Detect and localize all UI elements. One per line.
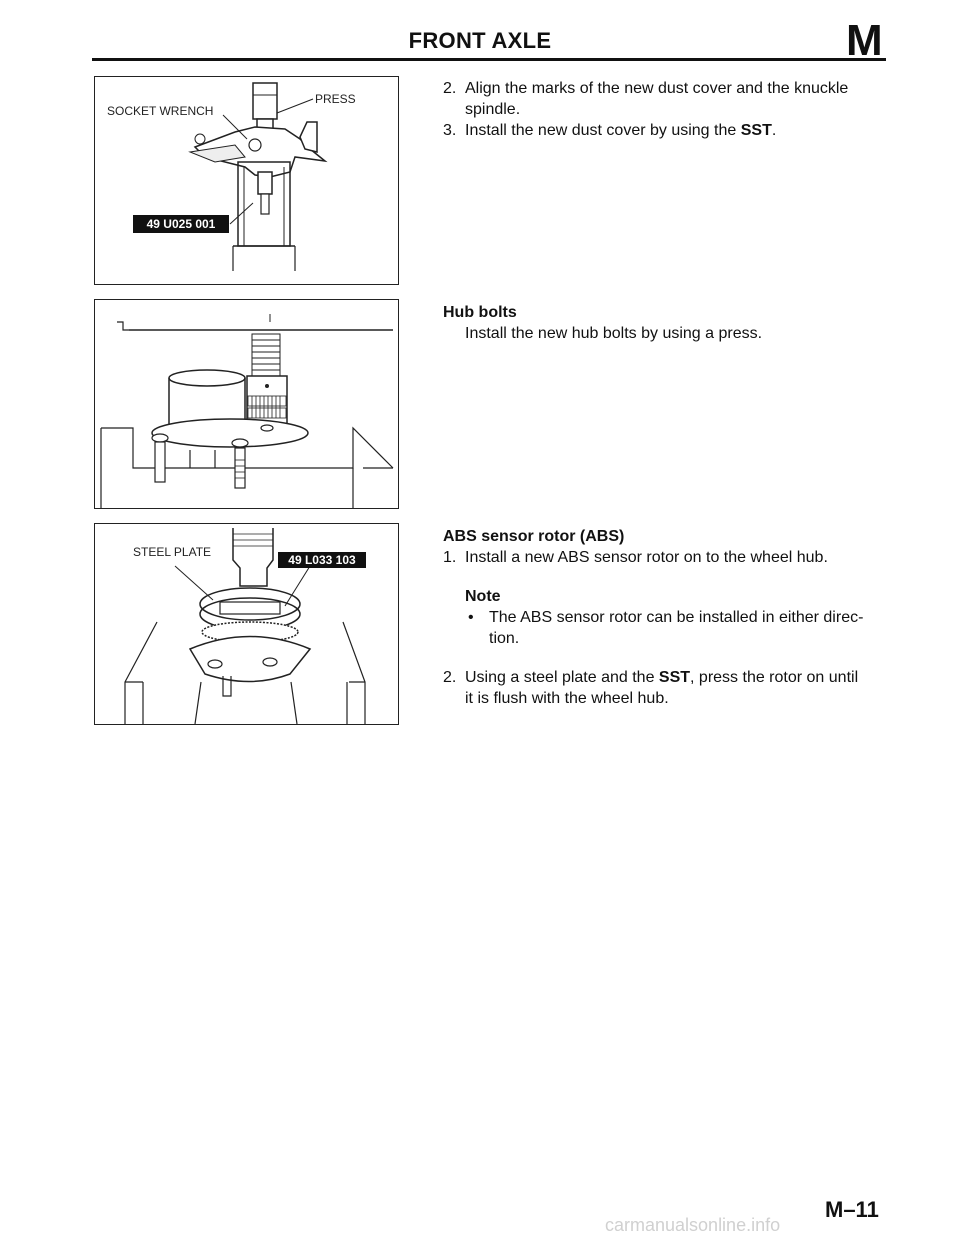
hub-bolts-illustration [100, 314, 394, 508]
note-item: • The ABS sensor rotor can be installed … [443, 607, 889, 649]
tool-tag-box [278, 552, 366, 568]
step-number: 3. [443, 122, 457, 139]
step-text: Using a steel plate and the [465, 669, 659, 686]
step-align-marks: 2. Align the marks of the new dust cover… [443, 78, 889, 120]
note-line: The ABS sensor rotor can be installed in… [489, 609, 864, 626]
abs-step-press: 2. Using a steel plate and the SST, pres… [443, 667, 889, 709]
dust-cover-steps: 2. Align the marks of the new dust cover… [443, 78, 889, 141]
abs-step-install: 1. Install a new ABS sensor rotor on to … [443, 547, 889, 568]
socket-wrench-label: SOCKET WRENCH [107, 104, 213, 118]
page-title: FRONT AXLE [408, 28, 552, 53]
sst-term: SST [658, 669, 691, 686]
steel-plate-label: STEEL PLATE [133, 545, 211, 559]
hub-bolts-section: Hub bolts Install the new hub bolts by u… [443, 302, 889, 344]
step-text-line2: it is flush with the wheel hub. [465, 690, 669, 707]
sst-term: SST [740, 122, 772, 139]
step-text: Install a new ABS sensor rotor on to the… [465, 549, 828, 566]
step-text: Install the new dust cover by using the [465, 122, 741, 139]
figure-abs-rotor-install: STEEL PLATE 49 L033 103 [94, 523, 399, 725]
header-rule [92, 58, 886, 61]
abs-heading: ABS sensor rotor (ABS) [443, 528, 625, 545]
step-text: , press the rotor on until [690, 669, 859, 686]
hub-bolts-heading: Hub bolts [443, 304, 517, 321]
hub-bolts-text: Install the new hub bolts by using a pre… [465, 325, 763, 342]
abs-rotor-section: ABS sensor rotor (ABS) 1. Install a new … [443, 526, 889, 709]
bullet-icon: • [468, 609, 474, 626]
press-label: PRESS [315, 92, 356, 106]
step-install-dust-cover: 3. Install the new dust cover by using t… [443, 120, 889, 141]
step-text: Align the marks of the new dust cover an… [465, 80, 849, 118]
tool-tag-text: 49 L033 103 [288, 553, 356, 567]
watermark: carmanualsonline.info [605, 1215, 781, 1235]
step-number: 1. [443, 549, 457, 566]
step-number: 2. [443, 80, 457, 97]
tool-tag-box [133, 215, 229, 233]
figure-hub-bolts-press [94, 299, 399, 509]
section-letter: M [846, 16, 883, 65]
tool-tag-text: 49 U025 001 [147, 217, 216, 231]
note-heading: Note [465, 588, 501, 605]
page-number: M–11 [825, 1197, 879, 1222]
step-text-end: . [771, 122, 777, 139]
abs-rotor-illustration: STEEL PLATE 49 L033 103 [124, 528, 366, 724]
dust-cover-illustration: SOCKET WRENCH PRESS 49 U025 001 [107, 82, 356, 271]
figure-dust-cover-install: SOCKET WRENCH PRESS 49 U025 001 [94, 76, 399, 285]
step-number: 2. [443, 669, 457, 686]
note-line: tion. [489, 630, 520, 647]
